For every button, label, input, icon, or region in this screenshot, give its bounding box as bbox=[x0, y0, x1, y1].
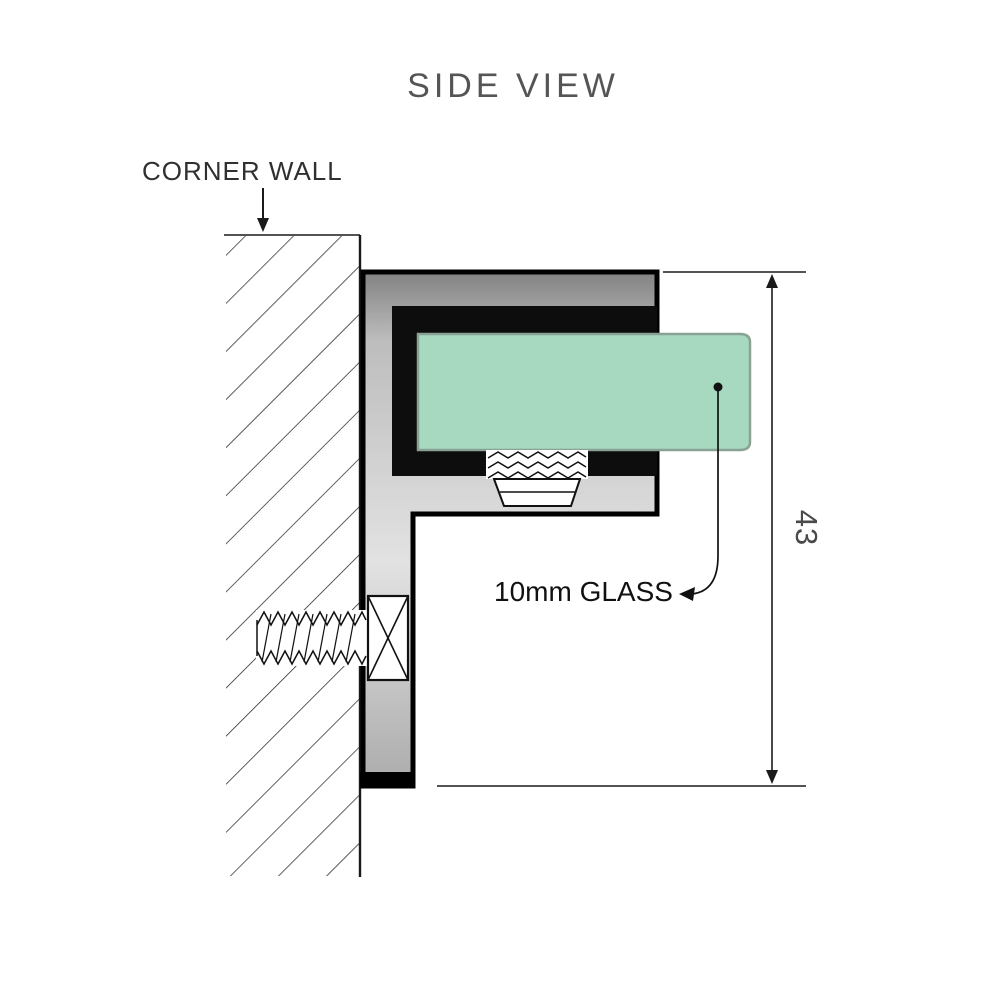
title: SIDE VIEW bbox=[407, 67, 619, 105]
dimension-43: 43 bbox=[437, 271, 824, 787]
corner-wall-label: CORNER WALL bbox=[142, 156, 343, 186]
grub-screw bbox=[486, 450, 588, 507]
channel-recess bbox=[392, 306, 657, 476]
bracket-bottom-cap bbox=[360, 772, 415, 788]
corner-wall-arrow-icon bbox=[257, 188, 269, 232]
dimension-arrow-up-icon bbox=[766, 274, 778, 288]
screw-thread-shaft bbox=[256, 610, 368, 666]
glass-panel bbox=[416, 332, 752, 452]
dimension-value: 43 bbox=[789, 510, 824, 546]
wall-hatching bbox=[226, 236, 360, 876]
dimension-arrow-down-icon bbox=[766, 770, 778, 784]
mounting-screw bbox=[256, 594, 410, 682]
screw-head bbox=[366, 594, 410, 682]
glass-label: 10mm GLASS bbox=[494, 576, 673, 607]
glass-leader-arrow-icon bbox=[679, 382, 723, 601]
wall-section bbox=[224, 234, 362, 877]
